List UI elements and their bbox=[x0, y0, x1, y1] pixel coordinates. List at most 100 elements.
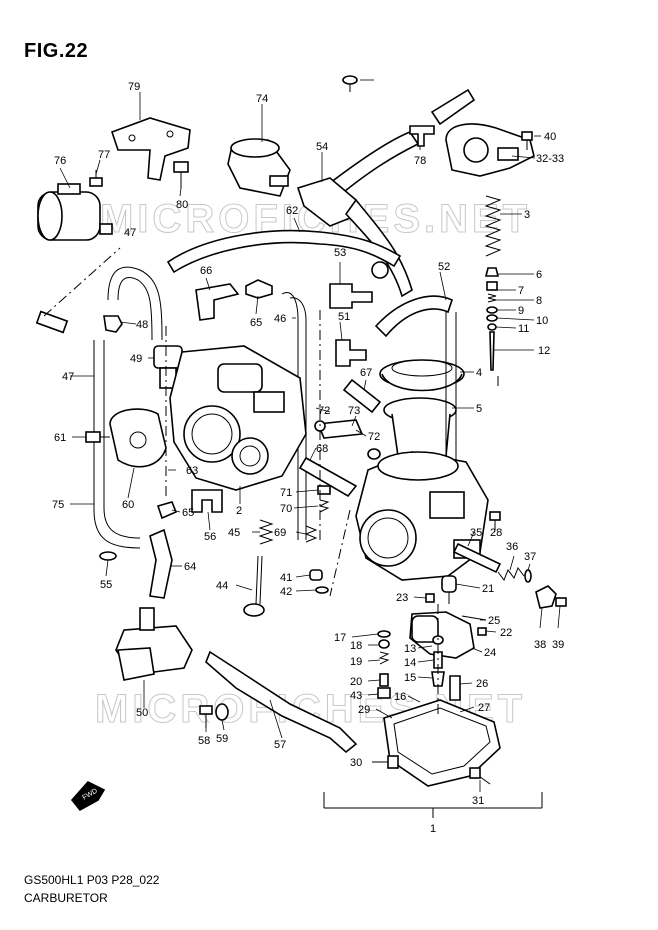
callout-34: 35 bbox=[470, 527, 482, 539]
callout-29: 29 bbox=[358, 704, 370, 716]
callout-31: 31 bbox=[472, 795, 484, 807]
callout-46-lower: 47 bbox=[62, 371, 74, 383]
callout-21: 21 bbox=[482, 583, 494, 595]
canister-73 bbox=[227, 138, 291, 197]
callout-68: 69 bbox=[274, 527, 286, 539]
callout-40: 41 bbox=[280, 572, 292, 584]
bolt-57 bbox=[199, 705, 213, 728]
bracket-78 bbox=[110, 117, 191, 181]
pin-25 bbox=[461, 615, 487, 621]
callout-7: 7 bbox=[518, 285, 524, 297]
callout-78: 79 bbox=[128, 81, 140, 93]
assembly-bracket bbox=[323, 792, 543, 818]
fuel-filter-75 bbox=[37, 183, 113, 241]
carburetor-body-right bbox=[355, 451, 489, 581]
callout-35: 36 bbox=[506, 541, 518, 553]
callout-53: 54 bbox=[316, 141, 328, 153]
callout-67: 68 bbox=[316, 443, 328, 455]
figure-title: FIG.22 bbox=[24, 40, 89, 62]
cap-40-41 bbox=[309, 569, 329, 594]
callout-62: 63 bbox=[186, 465, 198, 477]
callout-8: 8 bbox=[536, 295, 542, 307]
callout-79: 80 bbox=[176, 199, 188, 211]
callout-49: 50 bbox=[136, 707, 148, 719]
callout-28: 28 bbox=[490, 527, 502, 539]
screw-80 bbox=[342, 75, 358, 92]
spring-3 bbox=[484, 195, 502, 257]
callout-15: 15 bbox=[404, 672, 416, 684]
bolt-79 bbox=[173, 161, 189, 188]
clip-54 bbox=[99, 551, 117, 561]
callout-63: 64 bbox=[184, 561, 196, 573]
callout-10: 10 bbox=[536, 315, 548, 327]
clamp-55 bbox=[191, 489, 223, 513]
mixture-spring-35 bbox=[497, 566, 525, 582]
bracket-49 bbox=[115, 607, 193, 681]
callout-45: 46 bbox=[274, 313, 286, 325]
callout-74: 75 bbox=[52, 499, 64, 511]
screw-60 bbox=[85, 431, 110, 443]
callout-60: 61 bbox=[54, 432, 66, 444]
joint-52 bbox=[329, 261, 389, 309]
joint-50 bbox=[335, 339, 367, 367]
callout-14: 14 bbox=[404, 657, 416, 669]
callout-72: 73 bbox=[348, 405, 360, 417]
callout-55: 56 bbox=[204, 531, 216, 543]
callout-23: 23 bbox=[396, 592, 408, 604]
callout-labels: 79 74 76 77 80 54 78 40 32-33 3 62 47 53… bbox=[52, 81, 564, 835]
callout-57: 58 bbox=[198, 735, 210, 747]
callout-61: 62 bbox=[286, 205, 298, 217]
washer-36 bbox=[524, 569, 532, 583]
callout-44: 45 bbox=[228, 527, 240, 539]
jets-13-15 bbox=[431, 635, 445, 687]
callout-27: 27 bbox=[478, 702, 490, 714]
callout-73: 74 bbox=[256, 93, 268, 105]
callout-64-upper: 65 bbox=[250, 317, 262, 329]
hose-61 bbox=[166, 229, 402, 274]
shaft-34 bbox=[452, 542, 502, 574]
callout-47: 48 bbox=[136, 319, 148, 331]
screw-37 bbox=[535, 585, 557, 609]
callout-70: 71 bbox=[280, 487, 292, 499]
float-bowl-27 bbox=[383, 699, 501, 787]
callout-52: 53 bbox=[334, 247, 346, 259]
hose-46 bbox=[107, 266, 163, 341]
callout-37: 38 bbox=[534, 639, 546, 651]
float-24 bbox=[409, 611, 475, 659]
spring-44 bbox=[258, 519, 274, 545]
callout-48: 49 bbox=[130, 353, 142, 365]
hose-65 bbox=[195, 283, 240, 321]
callout-51: 52 bbox=[438, 261, 450, 273]
callout-71-right: 72 bbox=[368, 431, 380, 443]
callout-25: 25 bbox=[488, 615, 500, 627]
callout-59: 60 bbox=[122, 499, 134, 511]
callout-26: 26 bbox=[476, 678, 488, 690]
callout-69: 70 bbox=[280, 503, 292, 515]
screw-28 bbox=[489, 511, 501, 530]
fwd-arrow: FWD bbox=[70, 781, 106, 812]
callout-12: 12 bbox=[538, 345, 550, 357]
guide-lines bbox=[43, 247, 499, 716]
callout-24: 24 bbox=[484, 647, 496, 659]
hose-74 bbox=[35, 310, 141, 549]
callout-64-lower: 65 bbox=[182, 507, 194, 519]
leader-lines bbox=[59, 79, 561, 792]
screw-38 bbox=[555, 597, 567, 607]
spring-68 bbox=[304, 525, 318, 543]
callout-18: 18 bbox=[350, 640, 362, 652]
callout-16: 16 bbox=[394, 691, 406, 703]
joint-64-upper bbox=[245, 279, 273, 299]
callout-20: 20 bbox=[350, 676, 362, 688]
callout-11: 11 bbox=[518, 323, 529, 335]
screw-30 bbox=[372, 755, 399, 769]
callout-17: 17 bbox=[334, 632, 346, 644]
screw-22 bbox=[477, 627, 487, 636]
callout-19: 19 bbox=[350, 656, 362, 668]
diaphragm-4 bbox=[379, 359, 465, 392]
washer-58 bbox=[215, 703, 229, 721]
screw-43 bbox=[243, 555, 265, 617]
callout-4: 4 bbox=[476, 367, 482, 379]
callout-5: 5 bbox=[476, 403, 482, 415]
callout-71-left: 72 bbox=[318, 405, 330, 417]
